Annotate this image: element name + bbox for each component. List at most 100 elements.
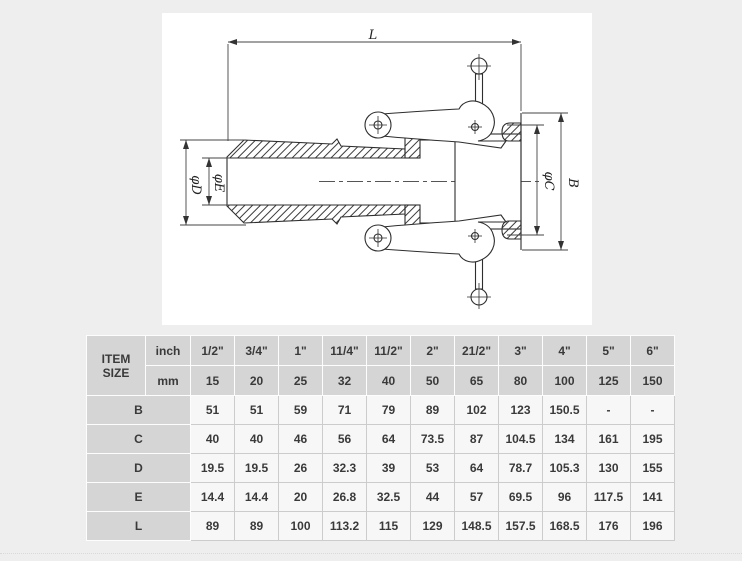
unit-label-cell: inch <box>145 335 191 366</box>
dim-value-cell: 53 <box>410 453 455 483</box>
dim-value-cell: 87 <box>454 424 499 454</box>
dim-value-cell: 102 <box>454 395 499 425</box>
size-header-cell: 125 <box>586 365 631 396</box>
dim-value-cell: 57 <box>454 482 499 512</box>
dim-value-cell: 196 <box>630 511 675 541</box>
dim-value-cell: 123 <box>498 395 543 425</box>
dim-value-cell: 176 <box>586 511 631 541</box>
dim-value-cell: 64 <box>454 453 499 483</box>
dim-value-cell: - <box>630 395 675 425</box>
dimension-arrows <box>183 39 564 250</box>
row-label-cell: L <box>86 511 191 541</box>
size-header-cell: 15 <box>190 365 235 396</box>
size-header-cell: 1" <box>278 335 323 366</box>
row-label-cell: D <box>86 453 191 483</box>
dim-value-cell: 14.4 <box>234 482 279 512</box>
dim-value-cell: 79 <box>366 395 411 425</box>
size-header-cell: 100 <box>542 365 587 396</box>
dim-value-cell: - <box>586 395 631 425</box>
dim-value-cell: 113.2 <box>322 511 367 541</box>
cam-arm-top <box>364 73 508 149</box>
dim-value-cell: 89 <box>410 395 455 425</box>
dim-value-cell: 26 <box>278 453 323 483</box>
dim-value-cell: 56 <box>322 424 367 454</box>
dim-value-cell: 104.5 <box>498 424 543 454</box>
size-header-cell: 1/2" <box>190 335 235 366</box>
dim-value-cell: 20 <box>278 482 323 512</box>
size-header-cell: 2" <box>410 335 455 366</box>
dim-label-width-b: B <box>565 177 580 188</box>
dim-value-cell: 19.5 <box>190 453 235 483</box>
dim-value-cell: 78.7 <box>498 453 543 483</box>
dim-value-cell: 195 <box>630 424 675 454</box>
dim-value-cell: 129 <box>410 511 455 541</box>
technical-drawing: L φD φE φC B <box>180 28 580 309</box>
dim-value-cell: 105.3 <box>542 453 587 483</box>
dim-value-cell: 157.5 <box>498 511 543 541</box>
drawing-panel: L φD φE φC B <box>162 13 592 325</box>
dim-value-cell: 40 <box>190 424 235 454</box>
row-label-cell: C <box>86 424 191 454</box>
dim-value-cell: 134 <box>542 424 587 454</box>
dim-value-cell: 64 <box>366 424 411 454</box>
pull-ring-top <box>467 54 491 80</box>
dim-value-cell: 51 <box>234 395 279 425</box>
dimension-dia-c <box>507 124 544 236</box>
dimension-length <box>227 41 522 141</box>
size-header-cell: 50 <box>410 365 455 396</box>
pull-ring-bottom <box>467 283 491 309</box>
size-header-cell: 150 <box>630 365 675 396</box>
row-label-cell: E <box>86 482 191 512</box>
bottom-divider <box>0 553 742 554</box>
dim-value-cell: 100 <box>278 511 323 541</box>
dim-value-cell: 19.5 <box>234 453 279 483</box>
dim-value-cell: 14.4 <box>190 482 235 512</box>
size-header-cell: 25 <box>278 365 323 396</box>
dimension-width-b <box>522 112 568 251</box>
dim-label-length: L <box>368 28 378 43</box>
dim-value-cell: 59 <box>278 395 323 425</box>
dim-label-dia-e: φE <box>211 174 226 193</box>
dim-value-cell: 130 <box>586 453 631 483</box>
dim-value-cell: 44 <box>410 482 455 512</box>
dim-value-cell: 32.3 <box>322 453 367 483</box>
row-label-cell: B <box>86 395 191 425</box>
dim-value-cell: 89 <box>190 511 235 541</box>
dimension-dia-d <box>180 139 246 226</box>
size-header-cell: 3/4" <box>234 335 279 366</box>
dim-value-cell: 73.5 <box>410 424 455 454</box>
size-header-cell: 32 <box>322 365 367 396</box>
dim-value-cell: 148.5 <box>454 511 499 541</box>
unit-label-cell: mm <box>145 365 191 396</box>
dim-value-cell: 89 <box>234 511 279 541</box>
item-size-header-cell: ITEM SIZE <box>86 335 146 396</box>
size-header-cell: 20 <box>234 365 279 396</box>
dim-value-cell: 32.5 <box>366 482 411 512</box>
size-header-cell: 6" <box>630 335 675 366</box>
size-header-cell: 65 <box>454 365 499 396</box>
size-header-cell: 40 <box>366 365 411 396</box>
dim-value-cell: 161 <box>586 424 631 454</box>
dim-value-cell: 141 <box>630 482 675 512</box>
size-header-cell: 80 <box>498 365 543 396</box>
dim-value-cell: 51 <box>190 395 235 425</box>
dim-value-cell: 155 <box>630 453 675 483</box>
size-header-cell: 3" <box>498 335 543 366</box>
dim-value-cell: 96 <box>542 482 587 512</box>
size-header-cell: 5" <box>586 335 631 366</box>
dim-label-dia-d: φD <box>188 175 203 195</box>
dim-value-cell: 150.5 <box>542 395 587 425</box>
dim-value-cell: 39 <box>366 453 411 483</box>
dim-value-cell: 40 <box>234 424 279 454</box>
cam-arm-bottom <box>364 214 508 290</box>
